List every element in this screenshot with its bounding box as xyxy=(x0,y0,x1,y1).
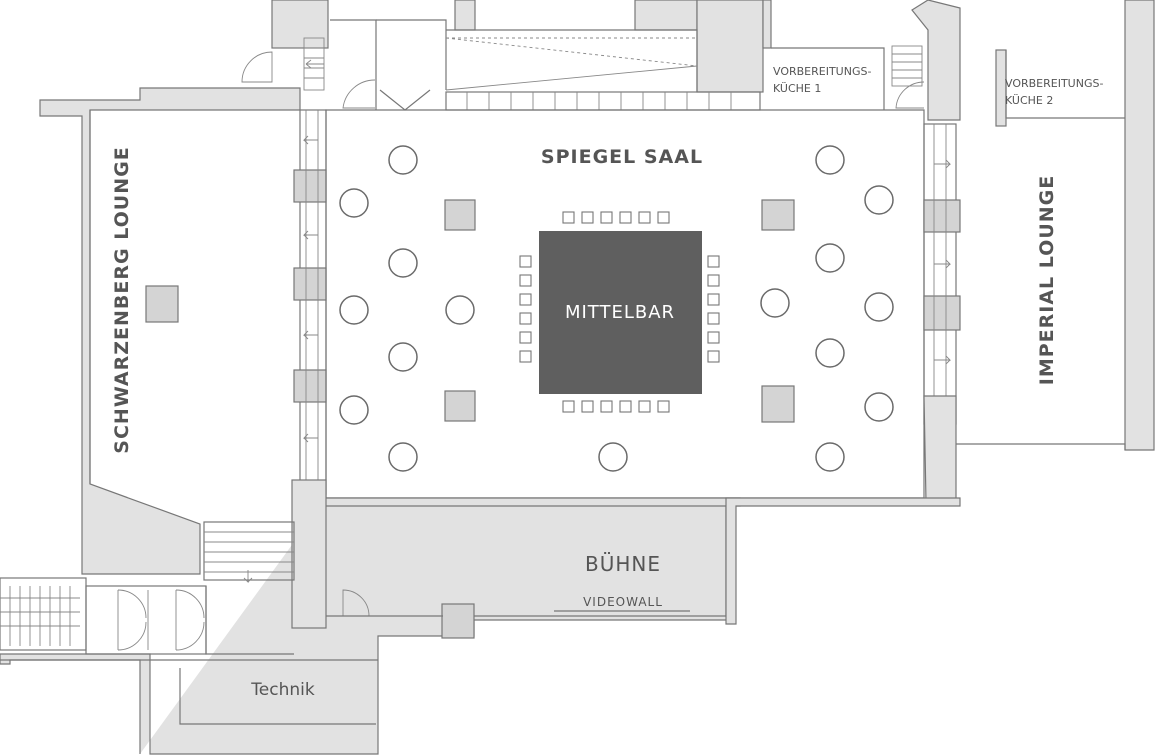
bar-stool xyxy=(707,312,720,325)
top-window-strip xyxy=(445,91,761,111)
round-table xyxy=(339,295,369,325)
round-table xyxy=(864,292,894,322)
round-table xyxy=(815,338,845,368)
round-table xyxy=(598,442,628,472)
round-table xyxy=(388,145,418,175)
bar-stool xyxy=(600,400,613,413)
bar-stool xyxy=(519,331,532,344)
bar-stool xyxy=(619,211,632,224)
bar-stool xyxy=(519,350,532,363)
label-videowall: VIDEOWALL xyxy=(583,595,663,609)
pillar xyxy=(444,390,476,422)
label-technik: Technik xyxy=(250,680,315,700)
label-buehne: BÜHNE xyxy=(585,552,661,576)
bar-stool xyxy=(657,400,670,413)
round-table xyxy=(815,442,845,472)
bar-stool xyxy=(600,211,613,224)
label-mittelbar: MITTELBAR xyxy=(565,302,675,323)
bar-stool xyxy=(581,211,594,224)
round-table xyxy=(445,295,475,325)
bar-stool xyxy=(707,293,720,306)
bar-stool xyxy=(638,211,651,224)
stage-walls xyxy=(0,497,961,755)
bar-stool xyxy=(657,211,670,224)
bar-stool xyxy=(519,255,532,268)
mittelbar-bar xyxy=(539,231,702,394)
kitchen-areas xyxy=(762,0,1155,451)
bar-stool xyxy=(707,331,720,344)
bar-stool xyxy=(562,400,575,413)
bar-stool xyxy=(707,255,720,268)
bar-stool xyxy=(519,293,532,306)
round-table xyxy=(339,188,369,218)
schwarzenberg-walls xyxy=(39,87,327,575)
spiegel-saal-walls xyxy=(325,109,1126,505)
label-kueche2-line1: VORBEREITUNGS- xyxy=(1005,77,1103,90)
bar-stool xyxy=(638,400,651,413)
label-spiegel-saal: SPIEGEL SAAL xyxy=(541,146,703,168)
bar-stool xyxy=(519,274,532,287)
round-table xyxy=(388,342,418,372)
pillar xyxy=(444,199,476,231)
round-table xyxy=(864,392,894,422)
label-imperial-lounge: IMPERIAL LOUNGE xyxy=(1036,175,1058,386)
bar-stool xyxy=(581,400,594,413)
bar-stool xyxy=(519,312,532,325)
lower-left-stairs xyxy=(0,479,378,725)
pillar xyxy=(145,285,179,323)
pillars xyxy=(145,199,795,423)
bar-stool xyxy=(707,350,720,363)
round-table xyxy=(339,395,369,425)
pillar xyxy=(761,385,795,423)
label-schwarzenberg-lounge: SCHWARZENBERG LOUNGE xyxy=(111,146,133,453)
round-table xyxy=(864,185,894,215)
round-table xyxy=(388,442,418,472)
bar-stool xyxy=(562,211,575,224)
bar-stools xyxy=(519,211,720,413)
label-kueche2-line2: KÜCHE 2 xyxy=(1005,94,1053,107)
label-kueche1-line2: KÜCHE 1 xyxy=(773,82,821,95)
label-kueche1-line1: VORBEREITUNGS- xyxy=(773,65,871,78)
bar-stool xyxy=(707,274,720,287)
round-table xyxy=(815,243,845,273)
round-table xyxy=(815,145,845,175)
round-table xyxy=(388,248,418,278)
round-table xyxy=(760,288,790,318)
top-structures xyxy=(241,0,764,111)
round-tables xyxy=(339,145,894,472)
bar-stool xyxy=(619,400,632,413)
pillar xyxy=(761,199,795,231)
